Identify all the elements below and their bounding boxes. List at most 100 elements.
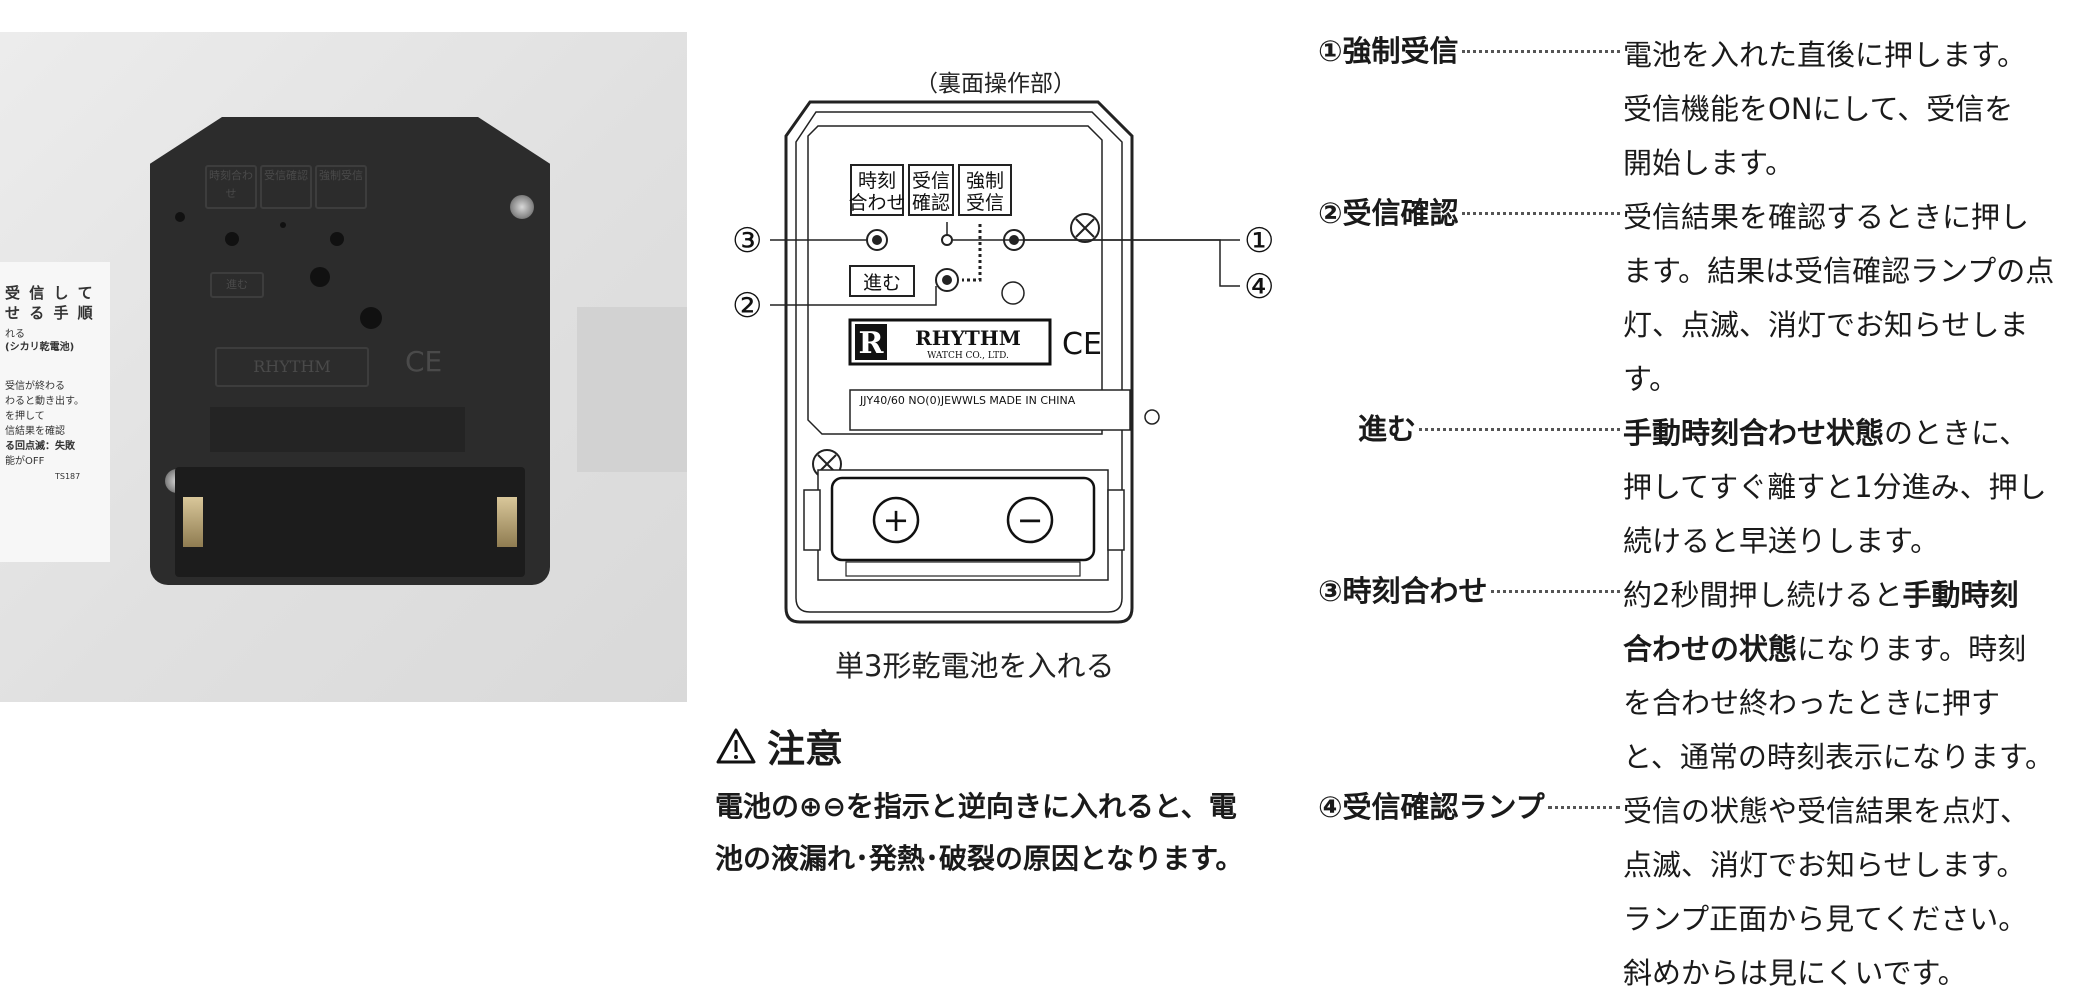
rhythm-logo-mark — [855, 324, 887, 360]
button-hole — [310, 267, 330, 287]
term-row: ①強制受信 — [1318, 28, 1623, 70]
caution-line: 電池の⊕⊖を指示と逆向きに入れると、電 — [715, 790, 1237, 823]
dotted-leader — [1461, 212, 1620, 215]
instruction-label-card — [0, 262, 110, 562]
emphasis: 合わせの状態 — [1623, 632, 1798, 666]
label-line: 受 信 し て — [5, 284, 95, 302]
term: ①強制受信 — [1318, 34, 1459, 68]
label-line: 能がOFF — [5, 456, 45, 467]
reception-check-label-box — [908, 164, 954, 216]
callout-4: ④ — [1244, 267, 1274, 307]
description-line: 合わせの状態になります。時刻 — [1623, 632, 2027, 666]
label-line: わると動き出す。 — [5, 396, 84, 407]
screw-icon — [510, 195, 534, 219]
description: 電池を入れた直後に押します。受信機能をONにして、受信を開始します。 — [1623, 28, 2078, 190]
term: ③時刻合わせ — [1318, 574, 1488, 608]
lamp-hole — [280, 222, 286, 228]
rhythm-logo-letter: R — [859, 326, 885, 361]
description-line: を合わせ終わったときに押す — [1623, 686, 2001, 720]
mount-hole — [1144, 409, 1160, 425]
emphasis: 手動時刻合わせ状態 — [1623, 416, 1885, 450]
hand-shaft-hole — [1001, 281, 1025, 305]
description-line: 押してすぐ離すと1分進み、押し — [1623, 470, 2047, 504]
diagram-caption-bottom: 単3形乾電池を入れる — [835, 649, 1115, 683]
back-panel-diagram: 時刻 合わせ 受信 確認 強制 受信 進む R RHYTHM WATCH CO.… — [732, 100, 1274, 624]
function-explanations: ①強制受信 電池を入れた直後に押します。受信機能をONにして、受信を開始します。… — [1318, 28, 2078, 1000]
emboss-ce-mark: CE — [405, 345, 443, 378]
clock-movement: 時刻合わせ 受信確認 強制受信 進む RHYTHM CE — [150, 117, 550, 585]
force-reception-label-line2: 受信 — [966, 192, 1004, 214]
battery-base — [845, 561, 1081, 577]
caution-body: 電池の⊕⊖を指示と逆向きに入れると、電 池の液漏れ･発熱･破裂の原因となります。 — [715, 781, 1305, 885]
time-adjust-label-line2: 合わせ — [848, 192, 905, 214]
description-line: 約2秒間押し続けると手動時刻 — [1623, 578, 2019, 612]
callout-line-2 — [770, 286, 937, 306]
dotted-leader — [1461, 50, 1620, 53]
rhythm-logo-name: RHYTHM — [915, 326, 1021, 350]
explanation-reception-lamp: ④受信確認ランプ 受信の状態や受信結果を点灯、点滅、消灯でお知らせします。ランプ… — [1318, 784, 2078, 1000]
ce-mark: CE — [1062, 327, 1102, 362]
battery-contact — [183, 497, 203, 547]
description: 受信の状態や受信結果を点灯、点滅、消灯でお知らせします。ランプ正面から見てくださ… — [1623, 784, 2078, 1000]
emboss-label: 受信確認 — [260, 165, 312, 209]
description-line: と、通常の時刻表示になります。 — [1623, 740, 2054, 774]
battery-plus-sign: + — [883, 501, 910, 539]
dotted-leader — [1490, 590, 1620, 593]
emboss-plate — [210, 407, 465, 452]
term-row: ③時刻合わせ — [1318, 568, 1623, 610]
reception-lamp — [941, 234, 953, 246]
label-line: (シカリ乾電池) — [5, 342, 75, 353]
force-reception-label-box — [958, 164, 1012, 216]
advance-label-box — [849, 265, 915, 297]
emboss-label: 強制受信 — [315, 165, 367, 209]
dotted-connector — [962, 224, 982, 282]
explanation-reception-check: ②受信確認 受信結果を確認するときに押します。結果は受信確認ランプの点灯、点滅、… — [1318, 190, 2078, 406]
diagram-caption-top: （裏面操作部） — [915, 71, 1076, 97]
advance-label: 進む — [863, 272, 901, 294]
description-line: ランプ正面から見てください。 — [1623, 902, 2028, 936]
label-line: 受信が終わる — [5, 381, 65, 392]
aa-battery — [830, 476, 1096, 562]
term: ②受信確認 — [1318, 196, 1459, 230]
description-line: 灯、点滅、消灯でお知らせします。 — [1623, 308, 2029, 396]
description-line: ます。結果は受信確認ランプの点 — [1623, 254, 2055, 288]
description-line: 開始します。 — [1623, 146, 1795, 180]
description-line: 続けると早送りします。 — [1623, 524, 1940, 558]
callout-2: ② — [732, 286, 762, 326]
label-line: を押して — [5, 411, 45, 422]
housing-inner — [795, 111, 1123, 613]
info-plate-text: JJY40/60 NO(0)JEWWLS MADE IN CHINA — [859, 394, 1076, 407]
description-line: 受信機能をONにして、受信を — [1623, 92, 2014, 126]
term-row: 進む — [1318, 406, 1623, 448]
term-row: ②受信確認 — [1318, 190, 1623, 232]
explanation-advance: 進む 手動時刻合わせ状態のときに、押してすぐ離すと1分進み、押し続けると早送りし… — [1318, 406, 2078, 568]
emboss-label: 進む — [210, 272, 264, 298]
caution-line: 池の液漏れ･発熱･破裂の原因となります。 — [715, 842, 1244, 875]
caution-title: 注意 — [767, 727, 844, 771]
button-hole — [330, 232, 344, 246]
label-line: せ る 手 順 — [5, 304, 95, 322]
description-line: 受信結果を確認するときに押し — [1623, 200, 2030, 234]
battery-plus-icon — [872, 496, 920, 544]
caution-heading: 注意 — [715, 718, 1305, 773]
label-line: TS187 — [55, 472, 81, 481]
reception-check-label-line1: 受信 — [912, 170, 950, 192]
callout-line-4 — [946, 222, 1240, 287]
callout-1: ① — [1244, 221, 1274, 261]
description-line: 手動時刻合わせ状態のときに、 — [1623, 416, 2029, 450]
warning-icon — [716, 728, 756, 763]
battery-minus-icon — [1006, 496, 1054, 544]
description-line: 点滅、消灯でお知らせします。 — [1623, 848, 2026, 882]
force-reception-label-line1: 強制 — [966, 170, 1004, 192]
explanation-force-reception: ①強制受信 電池を入れた直後に押します。受信機能をONにして、受信を開始します。 — [1318, 28, 2078, 190]
battery-frame-right — [1107, 489, 1125, 551]
emboss-logo: RHYTHM — [215, 347, 369, 387]
term: 進む — [1358, 412, 1417, 446]
reception-check-label-line2: 確認 — [912, 192, 950, 214]
explanation-time-adjust: ③時刻合わせ 約2秒間押し続けると手動時刻合わせの状態になります。時刻を合わせ終… — [1318, 568, 2078, 784]
info-plate — [849, 389, 1131, 431]
time-adjust-label-box — [850, 164, 904, 216]
emboss-label: 時刻合わせ — [205, 165, 257, 209]
clock-movement-photo: 受 信 し て せ る 手 順 れる (シカリ乾電池) 受信が終わる わると動き… — [0, 32, 687, 702]
caution-section: 注意 電池の⊕⊖を指示と逆向きに入れると、電 池の液漏れ･発熱･破裂の原因となり… — [715, 718, 1305, 885]
